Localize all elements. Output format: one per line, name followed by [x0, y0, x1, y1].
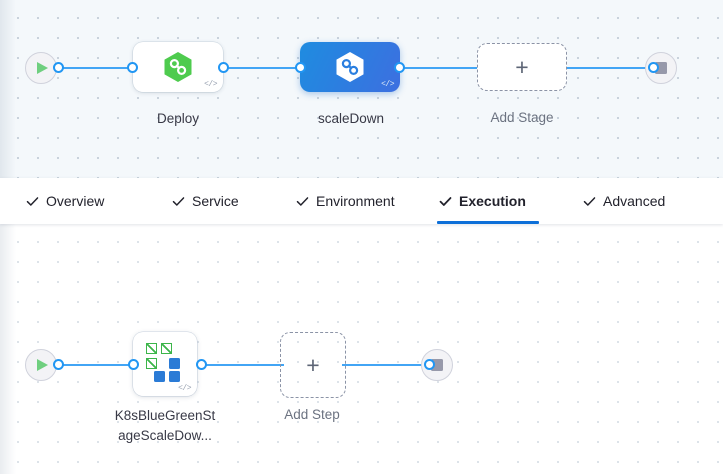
connector-scaledown-to-addstage — [396, 67, 478, 69]
connector-addstage-to-end — [566, 67, 654, 69]
plus-icon: + — [306, 351, 320, 378]
canvas-left-edge-shadow — [0, 0, 16, 178]
pipeline-stage-canvas[interactable]: </> Deploy </> scaleDown + Add Stage — [0, 0, 723, 178]
deploy-input-port[interactable] — [127, 62, 138, 73]
tab-label: Environment — [316, 193, 395, 209]
step-label-line1: K8sBlueGreenSt — [114, 408, 216, 423]
check-icon — [172, 196, 185, 206]
check-icon — [26, 196, 39, 206]
stage-node-scaledown[interactable]: </> — [300, 42, 400, 92]
harness-hexagon-icon — [336, 52, 364, 82]
step-input-port[interactable] — [128, 359, 139, 370]
play-icon — [37, 62, 48, 74]
play-icon — [37, 359, 48, 371]
step-end-port[interactable] — [424, 359, 435, 370]
plus-icon: + — [515, 53, 529, 80]
connector-addstep-to-end — [342, 364, 430, 366]
check-icon — [296, 196, 309, 206]
execution-step-canvas[interactable]: </> K8sBlueGreenSt ageScaleDow... + Add … — [0, 224, 723, 474]
step-node-k8s-bluegreen-scaledown[interactable]: </> — [133, 332, 197, 396]
tab-overview[interactable]: Overview — [24, 178, 128, 224]
step-start-node[interactable] — [25, 349, 57, 381]
harness-hexagon-icon — [164, 52, 192, 82]
stage-end-port[interactable] — [648, 62, 659, 73]
code-badge-icon: </> — [204, 80, 217, 89]
code-badge-icon: </> — [178, 384, 191, 393]
stage-label-scaledown: scaleDown — [317, 111, 385, 126]
tab-label: Execution — [459, 193, 526, 209]
tab-active-underline — [437, 221, 539, 224]
tab-label: Advanced — [603, 193, 666, 209]
scaledown-output-port[interactable] — [394, 62, 405, 73]
tab-execution[interactable]: Execution — [437, 178, 539, 224]
add-step-label: Add Step — [284, 407, 340, 422]
connector-start-to-deploy — [56, 67, 140, 69]
connector-deploy-to-scaledown — [222, 67, 307, 69]
tab-environment[interactable]: Environment — [294, 178, 412, 224]
add-stage-button[interactable]: + — [477, 43, 567, 91]
step-end-node[interactable] — [421, 349, 453, 381]
add-step-button[interactable]: + — [280, 332, 346, 398]
stage-start-port[interactable] — [53, 62, 64, 73]
code-badge-icon: </> — [381, 80, 394, 89]
add-stage-label: Add Stage — [490, 110, 554, 125]
tab-label: Overview — [46, 193, 105, 209]
connector-start-to-step — [56, 364, 142, 366]
stage-node-deploy[interactable]: </> — [133, 42, 223, 92]
canvas-left-edge-shadow — [0, 224, 16, 474]
stage-config-tabs: Overview Service Environment Execution — [0, 178, 723, 224]
step-start-port[interactable] — [53, 359, 64, 370]
step-label-line2: ageScaleDow... — [118, 428, 212, 443]
deploy-output-port[interactable] — [218, 62, 229, 73]
tab-advanced[interactable]: Advanced — [581, 178, 685, 224]
scaledown-input-port[interactable] — [295, 62, 306, 73]
check-icon — [439, 196, 452, 206]
tab-label: Service — [192, 193, 239, 209]
stage-start-node[interactable] — [25, 52, 57, 84]
connector-step-to-addstep — [200, 364, 284, 366]
step-output-port[interactable] — [196, 359, 207, 370]
check-icon — [583, 196, 596, 206]
stage-label-deploy: Deploy — [156, 111, 200, 126]
tab-service[interactable]: Service — [170, 178, 254, 224]
kubernetes-grid-icon — [146, 343, 186, 383]
